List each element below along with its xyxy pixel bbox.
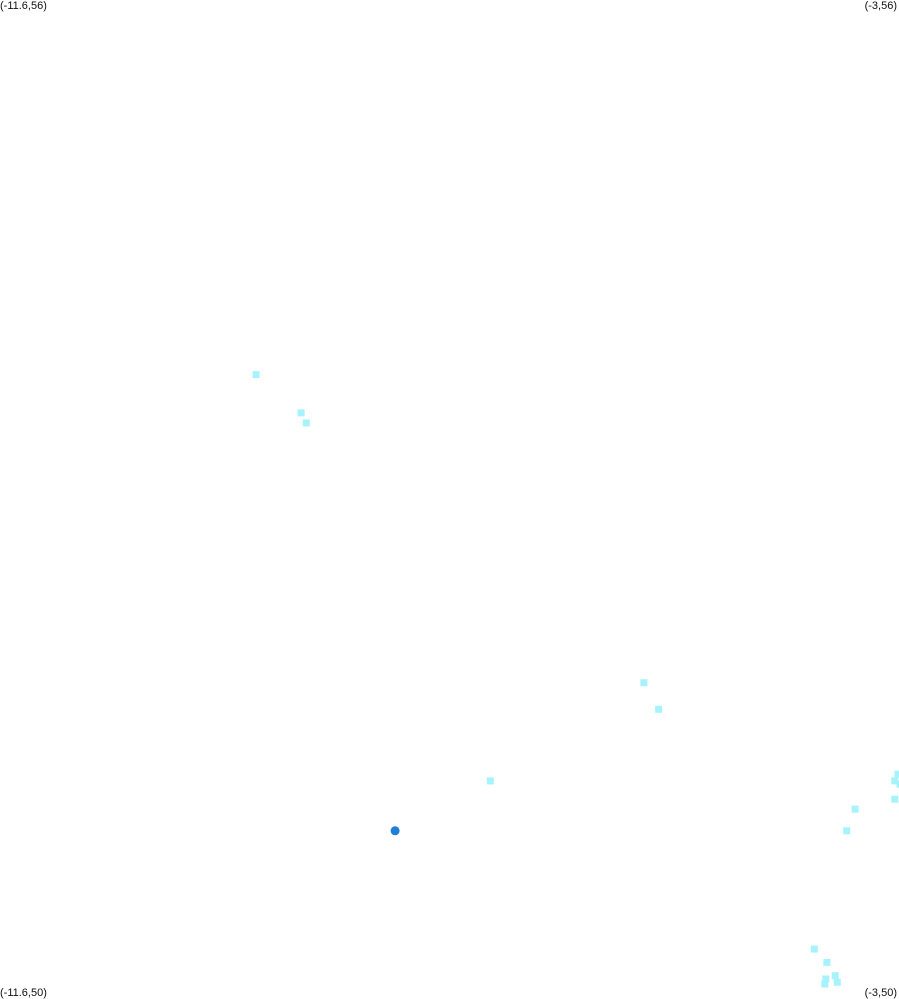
map-point-17[interactable] [896,780,899,788]
map-point-8[interactable] [823,958,831,966]
corner-label-top-left: (-11.6,56) [0,0,47,12]
map-point-13[interactable] [851,805,859,813]
map-point-12[interactable] [843,827,851,835]
corner-label-bottom-left: (-11.6,50) [0,987,47,999]
map-point-10[interactable] [390,826,400,836]
map-point-11[interactable] [486,777,494,785]
map-point-7[interactable] [831,972,839,980]
map-point-1[interactable] [252,371,260,379]
map-point-3[interactable] [302,419,310,427]
map-point-4[interactable] [821,980,829,988]
map-point-21[interactable] [640,679,648,687]
map-point-2[interactable] [297,409,305,417]
map-point-16[interactable] [891,777,899,785]
map-point-19[interactable] [894,770,899,778]
corner-label-bottom-right: (-3,50) [864,987,897,999]
map-point-5[interactable] [822,975,830,983]
map-point-6[interactable] [833,978,841,986]
map-point-14[interactable] [891,795,899,803]
corner-label-top-right: (-3,56) [864,0,897,12]
map-point-20[interactable] [655,705,663,713]
map-point-9[interactable] [810,945,818,953]
